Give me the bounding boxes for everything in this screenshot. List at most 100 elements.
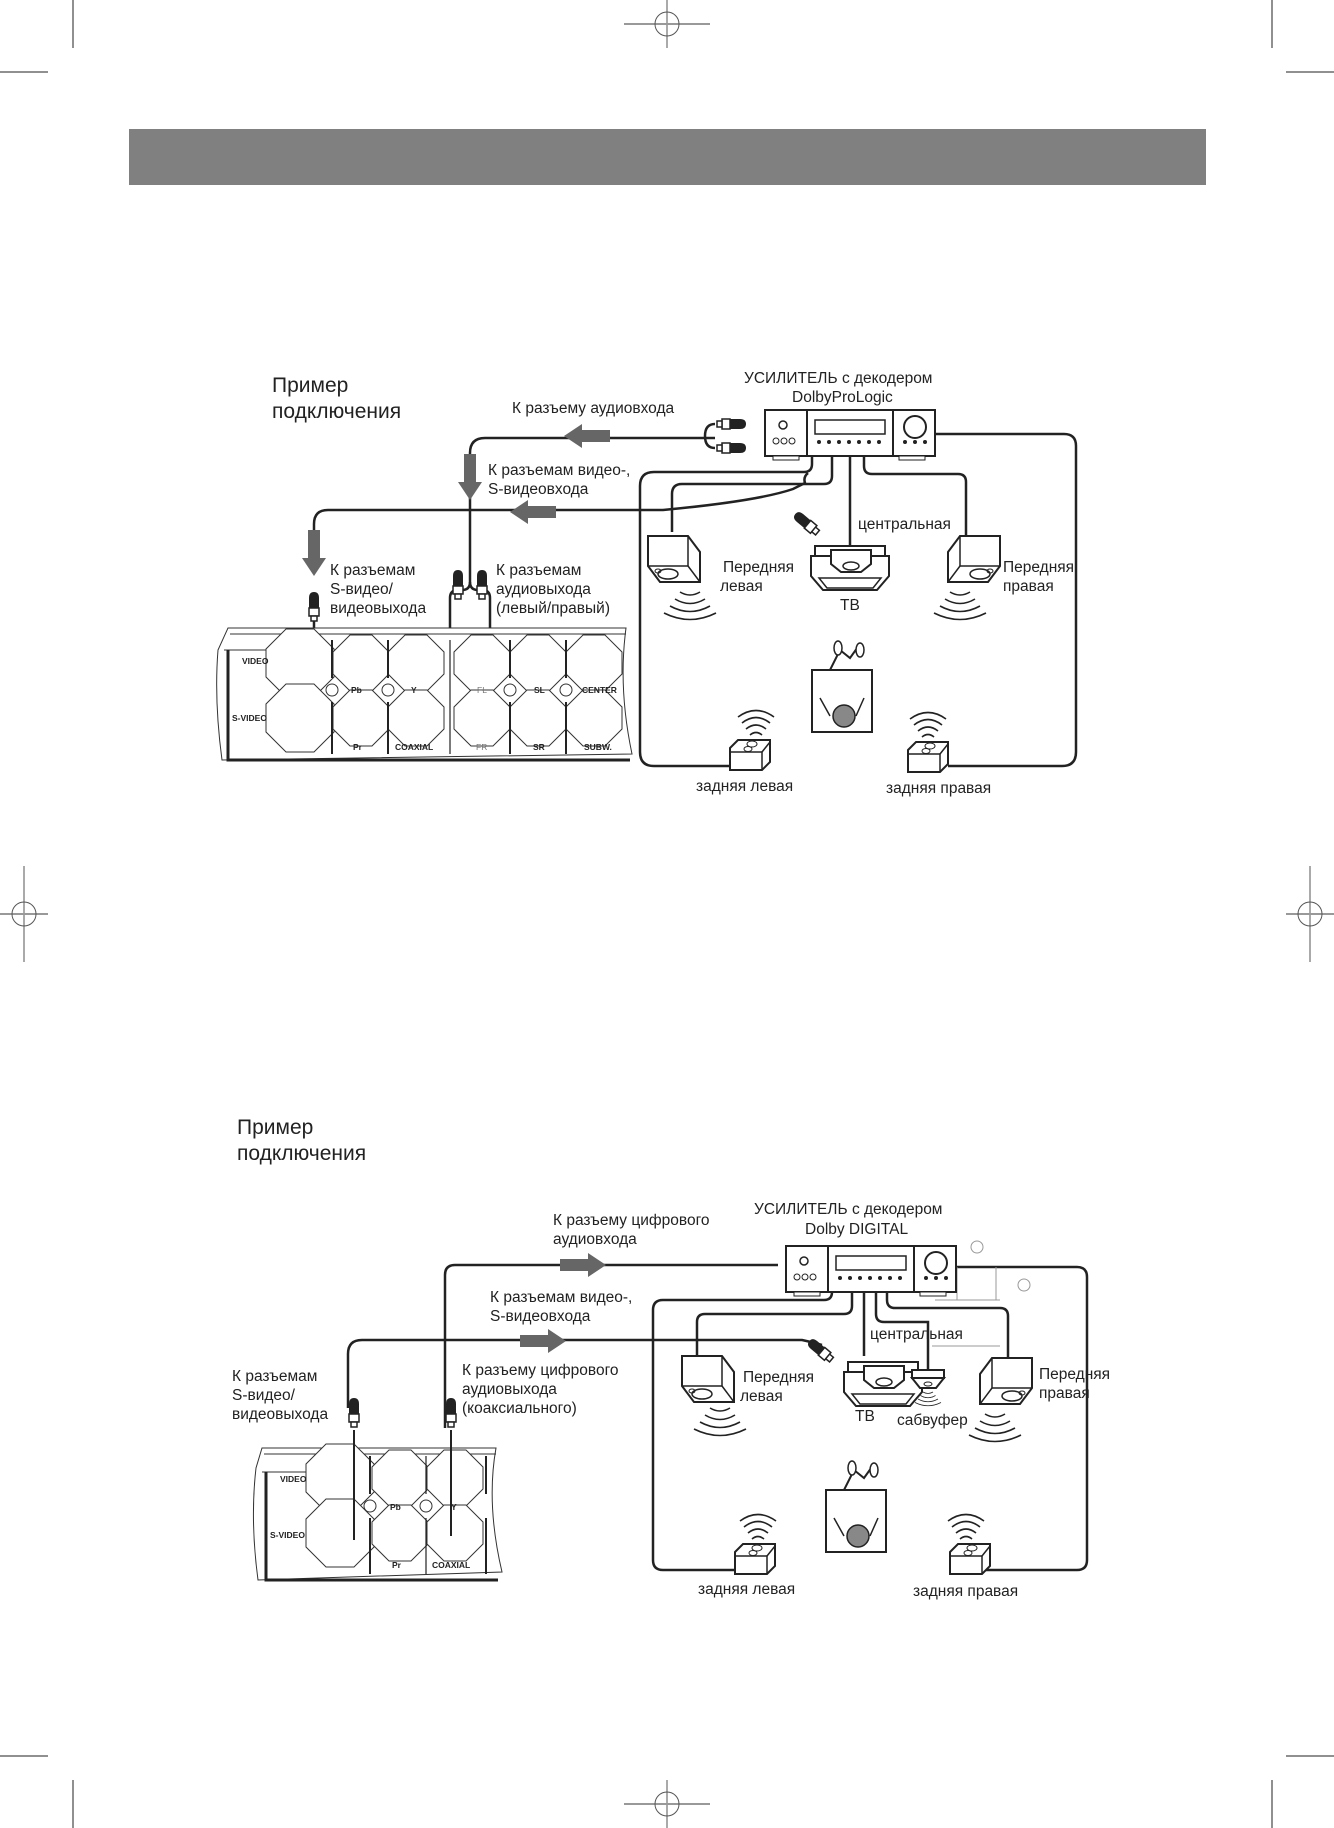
panel1-fl-label: FL (477, 685, 487, 695)
diagram2-svideo-out-label-line3: видеовыхода (232, 1406, 329, 1423)
diagram1-title-line2: подключения (272, 400, 402, 423)
arrow-left-icon (564, 424, 610, 448)
diagram1-title-line1: Пример (272, 374, 349, 397)
speaker-front-right-icon (979, 1357, 1033, 1405)
diagram1-front-left-label-line1: Передняя (723, 559, 795, 576)
panel1-video-label: VIDEO (242, 656, 269, 666)
diagram1-front-right-label-line2: правая (1003, 578, 1054, 595)
speaker-rear-left-icon (729, 739, 771, 771)
diagram2-rear-right-label: задняя правая (913, 1583, 1019, 1600)
diagram2-subwoofer-label: сабвуфер (897, 1412, 968, 1429)
arrow-right-icon (520, 1329, 566, 1353)
speaker-front-right-icon (947, 535, 1001, 583)
header-band (129, 129, 1206, 185)
diagram2-front-left-label-line2: левая (740, 1388, 783, 1405)
diagram2-front-left-label-line1: Передняя (743, 1369, 815, 1386)
diagram2-front-right-label-line1: Передняя (1039, 1366, 1111, 1383)
diagram2-rear-left-label: задняя левая (698, 1581, 796, 1598)
diagram1-audio-out-label-line2: аудиовыхода (496, 581, 591, 598)
speaker-front-left-icon (681, 1355, 735, 1403)
diagram1-video-input-label-line2: S-видеовхода (488, 481, 589, 498)
diagram1-front-left-label-line2: левая (720, 578, 763, 595)
panel2-coaxial-label: COAXIAL (432, 1560, 471, 1570)
panel1-sr-label: SR (533, 742, 545, 752)
arrow-down-icon (458, 454, 482, 500)
tv-icon (843, 1361, 923, 1407)
diagram1-video-input-label-line1: К разъемам видео-, (488, 462, 631, 479)
speaker-rear-left-icon (734, 1543, 776, 1575)
arrow-right-icon (560, 1253, 606, 1277)
diagram1-center-label: центральная (858, 516, 951, 533)
sound-waves-icon (739, 1513, 777, 1540)
diagram2-video-input-label-line1: К разъемам видео-, (490, 1289, 633, 1306)
diagram1-tv-label: ТВ (840, 597, 860, 614)
diagram1-rear-left-label: задняя левая (696, 778, 794, 795)
listener-icon (811, 640, 873, 733)
panel1-fr-label: FR (476, 742, 488, 752)
svideo-plug-icon (348, 1397, 360, 1428)
diagram1-arrows (302, 424, 610, 576)
rca-plug-icon (716, 442, 747, 454)
svideo-plug-icon (791, 509, 822, 538)
diagram2-svideo-out-label-line1: К разъемам (232, 1368, 318, 1385)
diagram2-svideo-out-label-line2: S-видео/ (232, 1387, 295, 1404)
diagram1-plugs (308, 418, 822, 622)
arrow-left-icon (510, 500, 556, 524)
svideo-plug-icon (805, 1336, 836, 1365)
panel2-pb-label: Pb (390, 1502, 401, 1512)
listener-icon (825, 1460, 887, 1553)
diagram1-rear-right-label: задняя правая (886, 780, 992, 797)
diagram1-amplifier-label-line1: УСИЛИТЕЛЬ с декодером (744, 370, 933, 387)
sound-waves-icon (909, 711, 947, 738)
panel1-y-label: Y (411, 685, 417, 695)
panel1-center-label: CENTER (582, 685, 617, 695)
speaker-rear-right-icon (907, 741, 949, 773)
sound-waves-icon (663, 591, 717, 621)
diagram2-digital-input-label-line1: К разъему цифрового (553, 1212, 710, 1229)
rca-plug-icon (716, 418, 747, 430)
diagram2-title-line1: Пример (237, 1116, 314, 1139)
panel1-svideo-label: S-VIDEO (232, 713, 267, 723)
rca-plug-icon (452, 569, 464, 600)
panel1-sl-label: SL (534, 685, 545, 695)
dvd-rear-panel-1 (216, 627, 633, 762)
speaker-front-left-icon (647, 535, 701, 583)
panel1-pr-label: Pr (353, 742, 362, 752)
panel2-y-label: Y (451, 1502, 457, 1512)
panel1-subw-label: SUBW. (584, 742, 612, 752)
diagram2-center-label: центральная (870, 1326, 963, 1343)
diagram2-digital-out-label-line2: аудиовыхода (462, 1381, 557, 1398)
diagram2-digital-out-label-line3: (коаксиального) (462, 1400, 577, 1417)
diagram1-audio-out-label-line3: (левый/правый) (496, 600, 610, 617)
panel2-pr-label: Pr (392, 1560, 401, 1570)
diagram1-front-right-label-line1: Передняя (1003, 559, 1075, 576)
dvd-rear-panel-2 (252, 1430, 503, 1582)
diagram2-video-input-label-line2: S-видеовхода (490, 1308, 591, 1325)
diagram2-digital-input-label-line2: аудиовхода (553, 1231, 637, 1248)
svideo-plug-icon (308, 591, 320, 622)
sound-waves-icon (968, 1413, 1022, 1443)
amplifier-prologic-icon (764, 409, 936, 461)
amplifier-dolby-digital-icon (785, 1245, 957, 1297)
arrow-down-icon (302, 530, 326, 576)
diagram2-front-right-label-line2: правая (1039, 1385, 1090, 1402)
diagram1-wiring (312, 432, 1078, 768)
diagram1-audio-out-label-line1: К разъемам (496, 562, 582, 579)
tv-icon (810, 545, 890, 591)
diagram2-amplifier-label-line1: УСИЛИТЕЛЬ с декодером (754, 1201, 943, 1218)
diagram2-amplifier-label-line2: Dolby DIGITAL (805, 1221, 909, 1238)
diagram1-svideo-out-label-line1: К разъемам (330, 562, 416, 579)
subwoofer-icon (909, 1369, 947, 1407)
diagram1-svideo-out-label-line2: S-видео/ (330, 581, 393, 598)
sound-waves-icon (737, 709, 775, 736)
diagram2-title-line2: подключения (237, 1142, 367, 1165)
panel1-coaxial-label: COAXIAL (395, 742, 434, 752)
panel2-svideo-label: S-VIDEO (270, 1530, 305, 1540)
diagram2-decor (932, 1240, 1031, 1347)
diagram1-amplifier-label-line2: DolbyProLogic (792, 389, 893, 406)
panel2-video-label: VIDEO (280, 1474, 307, 1484)
panel1-pb-label: Pb (351, 685, 362, 695)
diagram1-audio-input-label: К разъему аудиовхода (512, 400, 675, 417)
